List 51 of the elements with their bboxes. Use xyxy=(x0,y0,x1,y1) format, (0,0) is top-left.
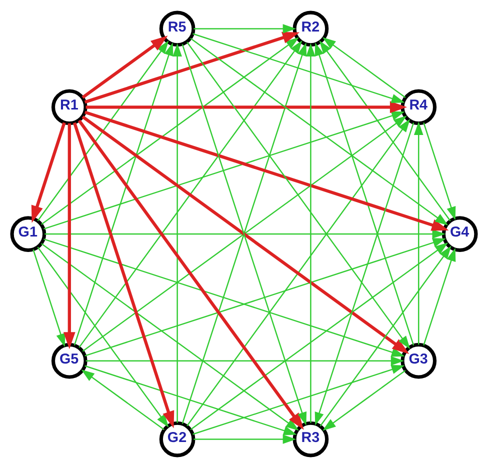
arrow xyxy=(186,118,410,426)
arrow xyxy=(44,238,405,357)
arrow xyxy=(31,122,66,223)
arrow xyxy=(414,122,424,345)
arrow xyxy=(84,110,449,231)
arrow xyxy=(314,42,414,346)
arrow xyxy=(84,238,446,356)
arrow xyxy=(194,24,296,34)
arrow xyxy=(84,365,297,436)
arrow xyxy=(172,43,182,423)
arrow xyxy=(314,122,414,426)
arrow xyxy=(423,248,456,346)
arrow xyxy=(84,32,300,104)
arrow xyxy=(86,356,404,366)
arrow xyxy=(423,122,456,220)
node-circle: R3 xyxy=(292,421,329,458)
arrow xyxy=(190,38,448,226)
arrow xyxy=(37,246,169,428)
arrow xyxy=(186,42,410,350)
arrow xyxy=(63,123,76,350)
arrow xyxy=(78,120,304,430)
arrow xyxy=(194,434,296,444)
node-circle: G1 xyxy=(10,216,46,252)
node-circle: G5 xyxy=(51,342,88,379)
arrow xyxy=(319,40,451,222)
arrow xyxy=(322,37,406,98)
arrow xyxy=(86,101,408,114)
arrow xyxy=(41,243,300,431)
node-circle: R5 xyxy=(159,10,196,47)
arrow xyxy=(192,365,405,435)
arrow xyxy=(81,369,164,430)
arrow xyxy=(37,40,169,222)
node-circle: R1 xyxy=(51,89,88,126)
arrow xyxy=(192,33,405,103)
node-circle: G3 xyxy=(400,342,437,379)
arrow xyxy=(78,40,302,348)
arrow xyxy=(41,37,300,225)
arrow xyxy=(306,43,316,423)
node-circle: R2 xyxy=(292,10,329,47)
arrow xyxy=(190,242,448,430)
arrow xyxy=(74,42,174,346)
node-circle: R4 xyxy=(400,89,437,126)
arrow xyxy=(82,36,168,99)
arrow xyxy=(44,111,405,230)
arrow xyxy=(32,249,66,347)
arrow xyxy=(320,246,452,426)
arrow xyxy=(322,370,406,431)
arrow xyxy=(44,229,446,239)
node-circle: G4 xyxy=(442,216,478,252)
node-circle: G2 xyxy=(159,421,196,458)
arrow xyxy=(72,122,174,428)
